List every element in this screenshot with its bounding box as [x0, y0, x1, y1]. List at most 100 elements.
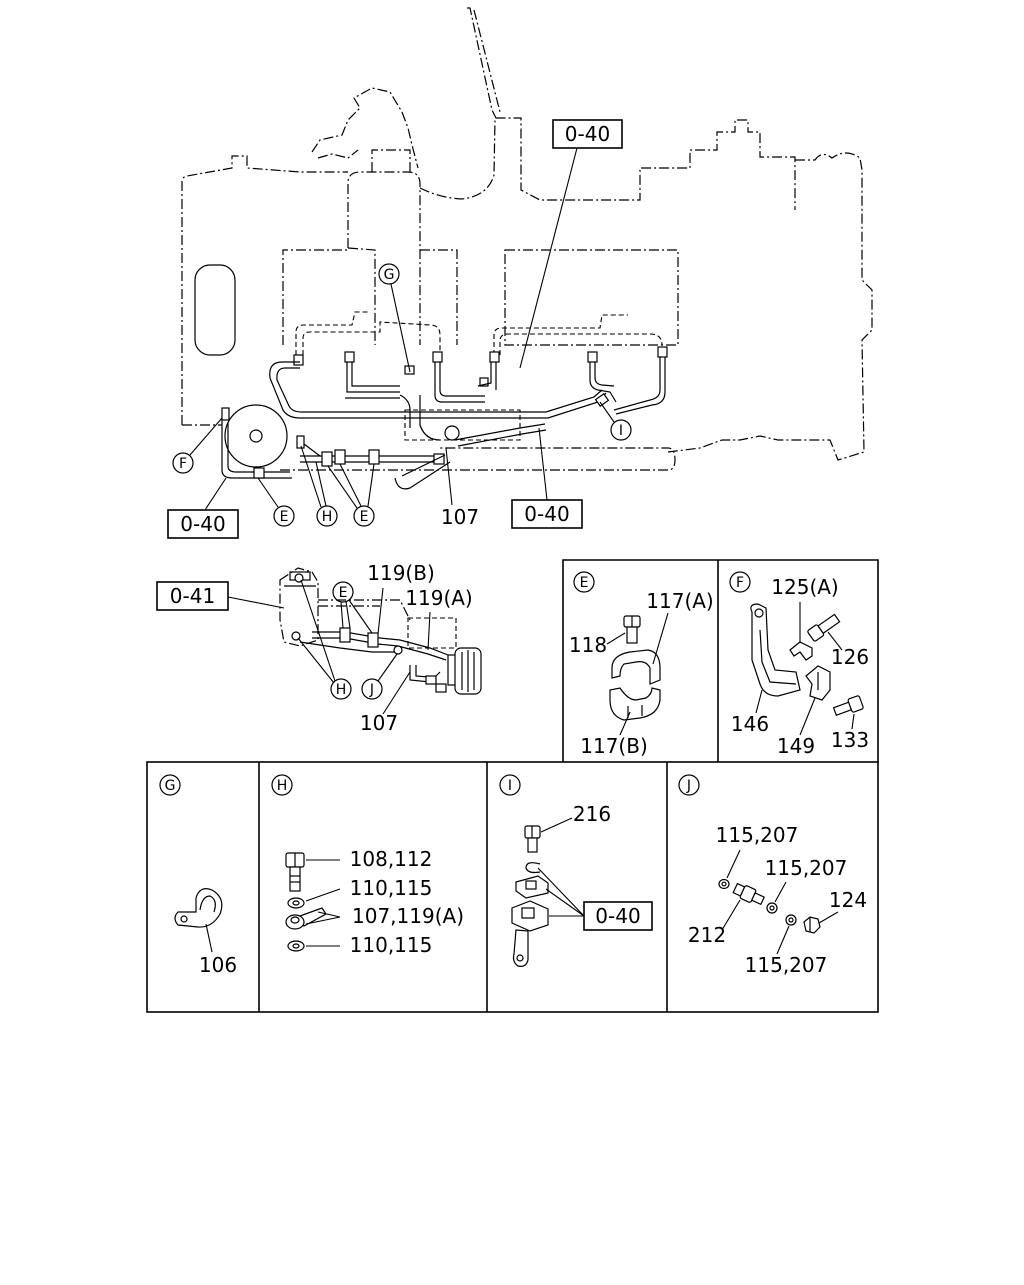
- bolt-133: [832, 695, 864, 717]
- part-117a-label: 117(A): [646, 589, 713, 613]
- detail-i: I 216 0-40: [499, 774, 653, 967]
- part-146-label: 146: [731, 712, 769, 736]
- part-117b-label: 117(B): [580, 734, 648, 758]
- clip-125a: [789, 641, 813, 661]
- pipe-fittings: [293, 346, 668, 387]
- part-110-115-lower-label: 110,115: [350, 933, 433, 957]
- part-149-label: 149: [777, 734, 815, 758]
- part-106-label: 106: [199, 953, 237, 977]
- ref-left-label: 0-40: [180, 512, 225, 536]
- part-216-label: 216: [573, 802, 611, 826]
- callout-f: F: [172, 417, 223, 474]
- callout-e-right-label: E: [360, 509, 369, 525]
- part-115-207-c-label: 115,207: [745, 953, 828, 977]
- ref-box-bottom: 0-40: [511, 427, 583, 529]
- bolt-126: [807, 613, 841, 642]
- part-119b-label: 119(B): [367, 561, 435, 585]
- sub-callout-h: H: [297, 579, 352, 700]
- part-107-sub-label: 107: [360, 711, 398, 735]
- sub-callout-h-label: H: [336, 682, 347, 698]
- detail-h: H 108,112 110,115 107,119(A) 110,115: [271, 774, 464, 957]
- clip-spring: [525, 862, 541, 874]
- callout-g-label: G: [384, 267, 395, 283]
- ref-box-top: 0-40: [519, 119, 623, 369]
- detail-e-label: E: [580, 575, 589, 591]
- part-133-label: 133: [831, 728, 869, 752]
- callout-g: G: [378, 263, 411, 373]
- bolt-108: [285, 852, 305, 892]
- part-119a: 119(A): [405, 586, 473, 651]
- brake-pipes: [269, 357, 666, 447]
- callout-e-left: E: [257, 477, 295, 527]
- clamp-107: [285, 907, 327, 930]
- detail-frames: [146, 559, 879, 1013]
- valve-housing: [279, 567, 411, 647]
- part-108-112-label: 108,112: [350, 847, 433, 871]
- ref-box-left: 0-40: [167, 477, 239, 539]
- clip-149: [805, 665, 831, 701]
- part-115-207-a-label: 115,207: [716, 823, 799, 847]
- detail-j-label: J: [686, 778, 691, 794]
- shift-lever: [467, 7, 501, 119]
- ref-top-label: 0-40: [565, 122, 610, 146]
- bolt-118: [623, 615, 641, 644]
- main-view: 0-40 G I F 0-40 E: [167, 7, 873, 539]
- washer-110-upper: [287, 897, 305, 909]
- ref-bottom-label: 0-40: [524, 502, 569, 526]
- detail-h-label: H: [277, 778, 288, 794]
- part-212-label: 212: [688, 923, 726, 947]
- ref-041-label: 0-41: [170, 584, 215, 608]
- part-118-label: 118: [569, 633, 607, 657]
- part-119a-label: 119(A): [405, 586, 472, 610]
- transmission-outline: [181, 117, 873, 461]
- detail-f: F 125(A) 126 146 149 133: [729, 571, 869, 758]
- lower-harness: [280, 443, 676, 490]
- nut-124: [803, 916, 821, 934]
- sub-callout-j-label: J: [369, 682, 374, 698]
- washer-115-a: [718, 878, 730, 890]
- callout-h: H: [300, 445, 338, 527]
- clip-117a: [611, 649, 661, 685]
- callout-i: I: [599, 401, 632, 441]
- union-212: [732, 882, 765, 906]
- bolt-216: [524, 825, 541, 853]
- ref-detail-i-label: 0-40: [595, 904, 640, 928]
- part-125a-label: 125(A): [771, 575, 838, 599]
- detail-g: G 106: [159, 774, 237, 977]
- part-115-207-b-label: 115,207: [765, 856, 848, 880]
- sub-callout-e-label: E: [339, 585, 348, 601]
- clip-117b: [609, 687, 661, 721]
- sub-view: 0-41 119(B) E 119(A) H J: [156, 561, 482, 735]
- p-clip-106: [174, 888, 223, 928]
- reservoir: [221, 404, 305, 479]
- washer-110-lower: [287, 940, 305, 952]
- detail-j: J 115,207 115,207 124 212 115,2: [678, 774, 867, 977]
- part-119b: 119(B): [367, 561, 435, 635]
- shift-housing: [311, 87, 419, 169]
- callout-e-left-label: E: [280, 509, 289, 525]
- callout-e-right: E: [327, 463, 375, 527]
- detail-e: E 117(A) 118 117(B): [569, 571, 714, 758]
- sub-callout-j: J: [361, 653, 398, 700]
- part-124-label: 124: [829, 888, 867, 912]
- sub-callout-e: E: [332, 581, 373, 634]
- part-107-119a-label: 107,119(A): [352, 904, 464, 928]
- callout-f-label: F: [179, 456, 187, 472]
- part-126-label: 126: [831, 645, 869, 669]
- bracket-146: [750, 603, 801, 697]
- washer-115-c: [785, 914, 797, 926]
- part-110-115-upper-label: 110,115: [350, 876, 433, 900]
- part-107-sub: 107: [360, 671, 411, 735]
- dashed-harness: [295, 311, 663, 355]
- mount-bracket: [511, 875, 549, 967]
- part-107-main-label: 107: [441, 505, 479, 529]
- detail-g-label: G: [165, 778, 176, 794]
- part-107-main: 107: [441, 447, 479, 529]
- callout-i-label: I: [619, 423, 623, 439]
- callout-h-label: H: [322, 509, 333, 525]
- detail-f-label: F: [736, 575, 744, 591]
- actuator: [447, 647, 482, 695]
- washer-115-b: [766, 902, 778, 914]
- ref-box-041: 0-41: [156, 581, 285, 611]
